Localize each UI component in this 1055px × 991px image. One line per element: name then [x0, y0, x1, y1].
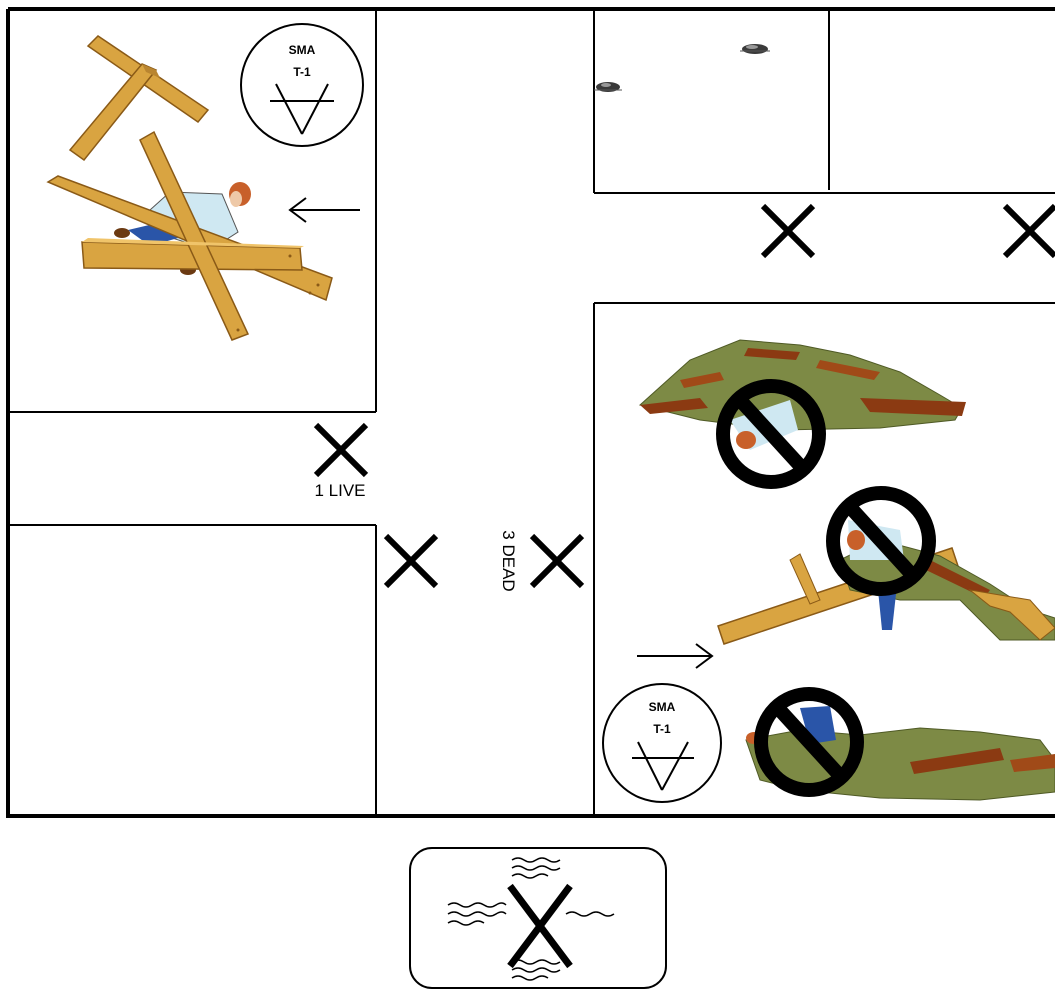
sma-line2: T-1: [293, 65, 311, 79]
search-marker-x-dead: [529, 533, 585, 589]
search-marker-x: [760, 203, 816, 259]
arrow-icon: [288, 197, 360, 223]
sma-search-marker-icon: SMA T-1: [602, 683, 722, 803]
live-victim-label: 1 LIVE: [314, 481, 365, 500]
sma-line2: T-1: [653, 722, 671, 736]
sma-line1: SMA: [289, 43, 316, 57]
walls: [6, 7, 1055, 818]
no-symbol-icon: [716, 379, 826, 489]
dead-victim-label: 3 DEAD: [499, 530, 518, 591]
arrow-icon: [637, 643, 714, 669]
search-marker-x: [1002, 203, 1055, 259]
sma-search-marker-icon: SMA T-1: [240, 23, 364, 147]
rat-icon: [594, 82, 622, 92]
search-marker-x-live: [313, 422, 369, 478]
rat-icon: [740, 44, 770, 54]
no-symbol-icon: [754, 687, 864, 797]
sma-line1: SMA: [649, 700, 676, 714]
search-marker-x: [383, 533, 439, 589]
hazard-x-icon: [409, 847, 667, 989]
timber-collapse-top-left: [46, 35, 333, 341]
no-symbol-icon: [826, 486, 936, 596]
